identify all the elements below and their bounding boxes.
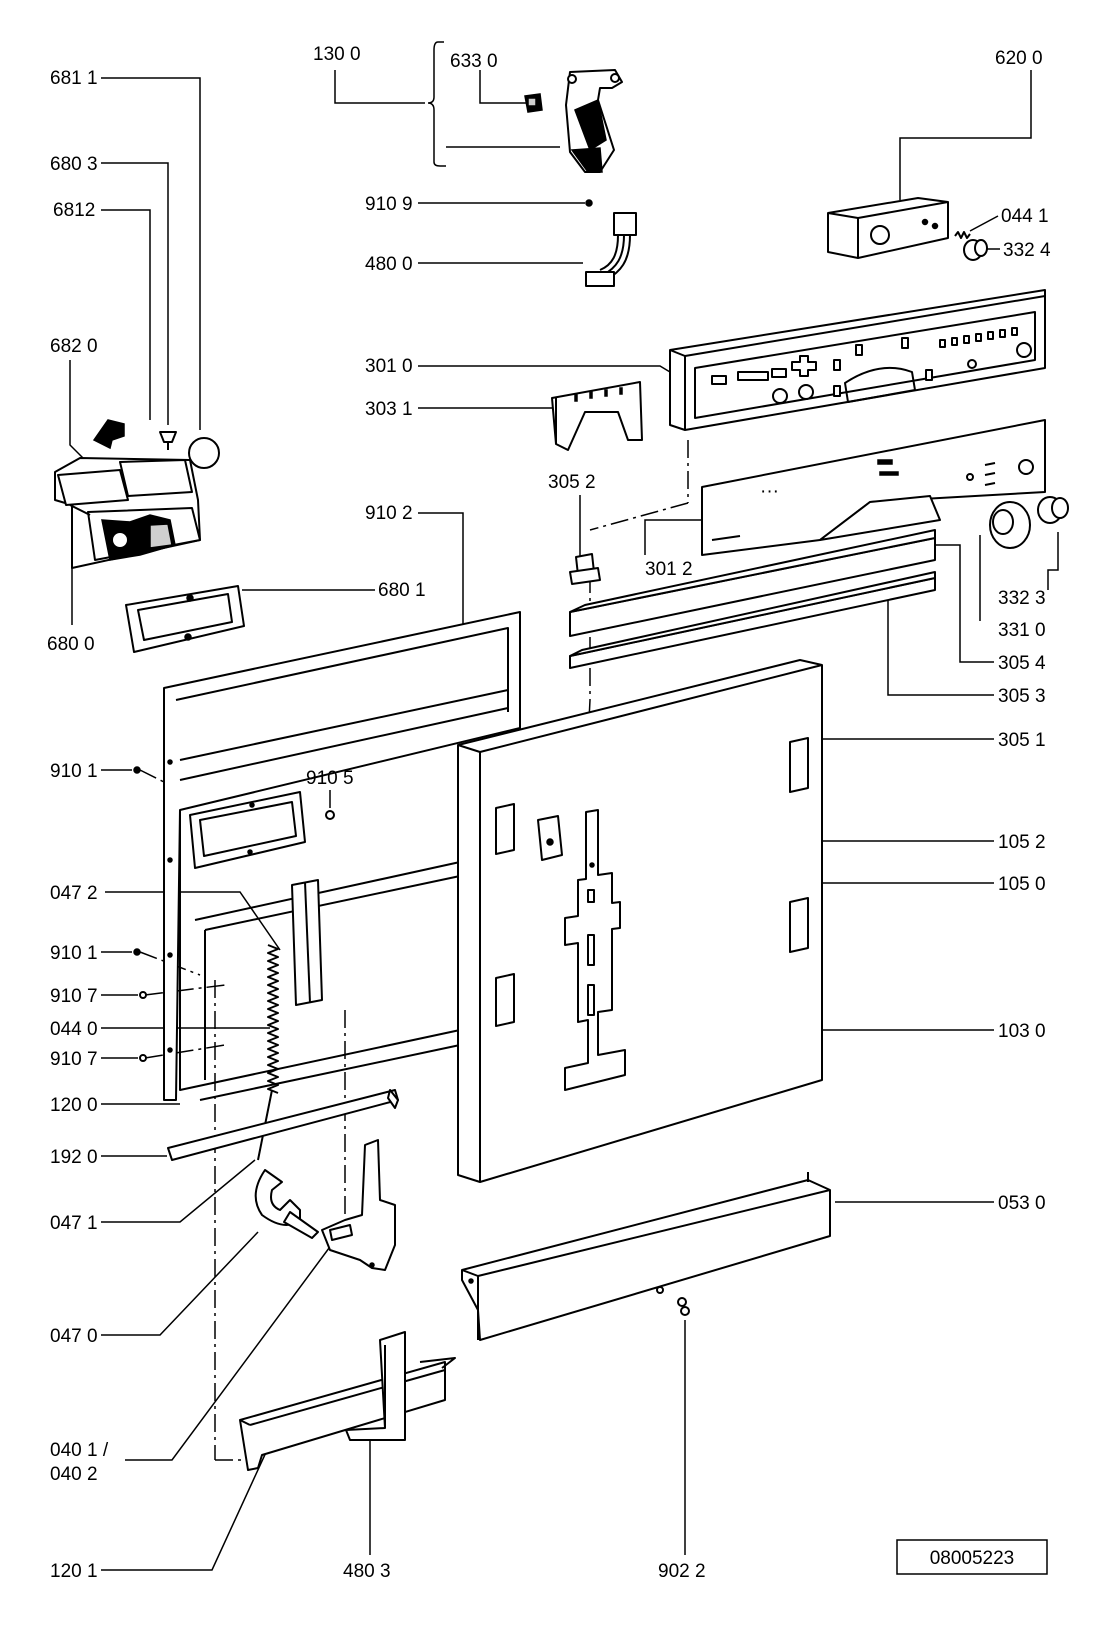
label-120-1: 120 1 — [50, 1561, 98, 1582]
label-047-2: 047 2 — [50, 883, 98, 904]
label-040-2: 040 2 — [50, 1464, 98, 1485]
label-910-1-upper: 910 1 — [50, 761, 98, 782]
reference-code: 08005223 — [930, 1548, 1015, 1569]
control-module-part — [827, 197, 949, 259]
label-680-0: 680 0 — [47, 634, 95, 655]
screw-9101a-part — [133, 766, 141, 774]
label-103-0: 103 0 — [998, 1021, 1046, 1042]
door-rail-part — [167, 1089, 399, 1161]
small-spring-part — [954, 231, 971, 239]
label-680-1: 680 1 — [378, 580, 426, 601]
screw-9109-part — [585, 199, 593, 207]
label-303-1: 303 1 — [365, 399, 413, 420]
label-044-1: 044 1 — [1001, 206, 1049, 227]
label-910-2: 910 2 — [365, 503, 413, 524]
label-301-2: 301 2 — [645, 559, 693, 580]
label-130-0: 130 0 — [313, 44, 361, 65]
screw-9105-part — [325, 810, 335, 820]
round-cap-part — [188, 437, 220, 469]
label-105-2: 105 2 — [998, 832, 1046, 853]
lower-trim-part — [239, 1357, 456, 1471]
label-047-1: 047 1 — [50, 1213, 98, 1234]
label-902-2: 902 2 — [658, 1561, 706, 1582]
label-047-0: 047 0 — [50, 1326, 98, 1347]
small-knob-part — [963, 239, 988, 261]
svg-text:···: ··· — [760, 481, 779, 502]
door-hinge-bar-part — [564, 809, 626, 1091]
small-clip-part — [159, 431, 177, 450]
reference-code-box: 08005223 — [896, 1539, 1048, 1575]
label-331-0: 331 0 — [998, 620, 1046, 641]
lower-strip-part — [569, 571, 936, 669]
outer-door-panel-part — [457, 659, 823, 1183]
cable-hook-part — [254, 1169, 319, 1239]
main-knob-part — [989, 501, 1031, 549]
hinge-clip-part — [569, 553, 601, 585]
label-305-1: 305 1 — [998, 730, 1046, 751]
latch-piece-part — [92, 419, 125, 450]
control-panel-part — [669, 289, 1046, 431]
label-910-7-upper: 910 7 — [50, 986, 98, 1007]
dispenser-opening-part — [189, 791, 306, 869]
door-lock-part — [565, 69, 623, 173]
front-control-panel-part: ··· — [701, 419, 1046, 556]
label-105-0: 105 0 — [998, 874, 1046, 895]
screw-9022-part — [677, 1297, 690, 1316]
label-680-3: 680 3 — [50, 154, 98, 175]
screw-9107b-part — [139, 1054, 147, 1062]
label-910-1-lower: 910 1 — [50, 943, 98, 964]
label-633-0: 633 0 — [450, 51, 498, 72]
label-040-1: 040 1 / — [50, 1440, 109, 1461]
door-clip-part — [537, 815, 563, 861]
panel-bracket-part — [551, 381, 643, 451]
inner-door-frame-part — [163, 611, 521, 1101]
dispenser-gasket-part — [125, 585, 245, 653]
label-305-3: 305 3 — [998, 686, 1046, 707]
detergent-dispenser-part — [54, 457, 201, 569]
label-6812: 6812 — [53, 200, 95, 221]
wiring-harness-part — [585, 212, 637, 287]
kick-plate-part — [461, 1172, 831, 1341]
l-bracket-part — [345, 1331, 406, 1441]
upper-profile-part — [569, 529, 936, 637]
label-301-0: 301 0 — [365, 356, 413, 377]
label-305-2: 305 2 — [548, 472, 596, 493]
label-332-4: 332 4 — [1003, 240, 1051, 261]
hinge-channel-part — [291, 879, 323, 1006]
screw-9107a-part — [139, 991, 147, 999]
label-910-7-lower: 910 7 — [50, 1049, 98, 1070]
label-192-0: 192 0 — [50, 1147, 98, 1168]
screw-9101b-part — [133, 948, 141, 956]
callout-labels: 681 1 130 0 633 0 620 0 680 3 910 9 6812… — [47, 44, 1051, 1582]
label-681-1: 681 1 — [50, 68, 98, 89]
label-305-4: 305 4 — [998, 653, 1046, 674]
selector-knob-part — [1037, 496, 1069, 524]
label-120-0: 120 0 — [50, 1095, 98, 1116]
label-910-9: 910 9 — [365, 194, 413, 215]
label-044-0: 044 0 — [50, 1019, 98, 1040]
label-620-0: 620 0 — [995, 48, 1043, 69]
label-910-5: 910 5 — [306, 768, 354, 789]
hinge-bracket-part — [321, 1139, 396, 1271]
label-332-3: 332 3 — [998, 588, 1046, 609]
label-682-0: 682 0 — [50, 336, 98, 357]
label-053-0: 053 0 — [998, 1193, 1046, 1214]
label-480-0: 480 0 — [365, 254, 413, 275]
micro-switch-part — [524, 93, 543, 113]
label-480-3: 480 3 — [343, 1561, 391, 1582]
